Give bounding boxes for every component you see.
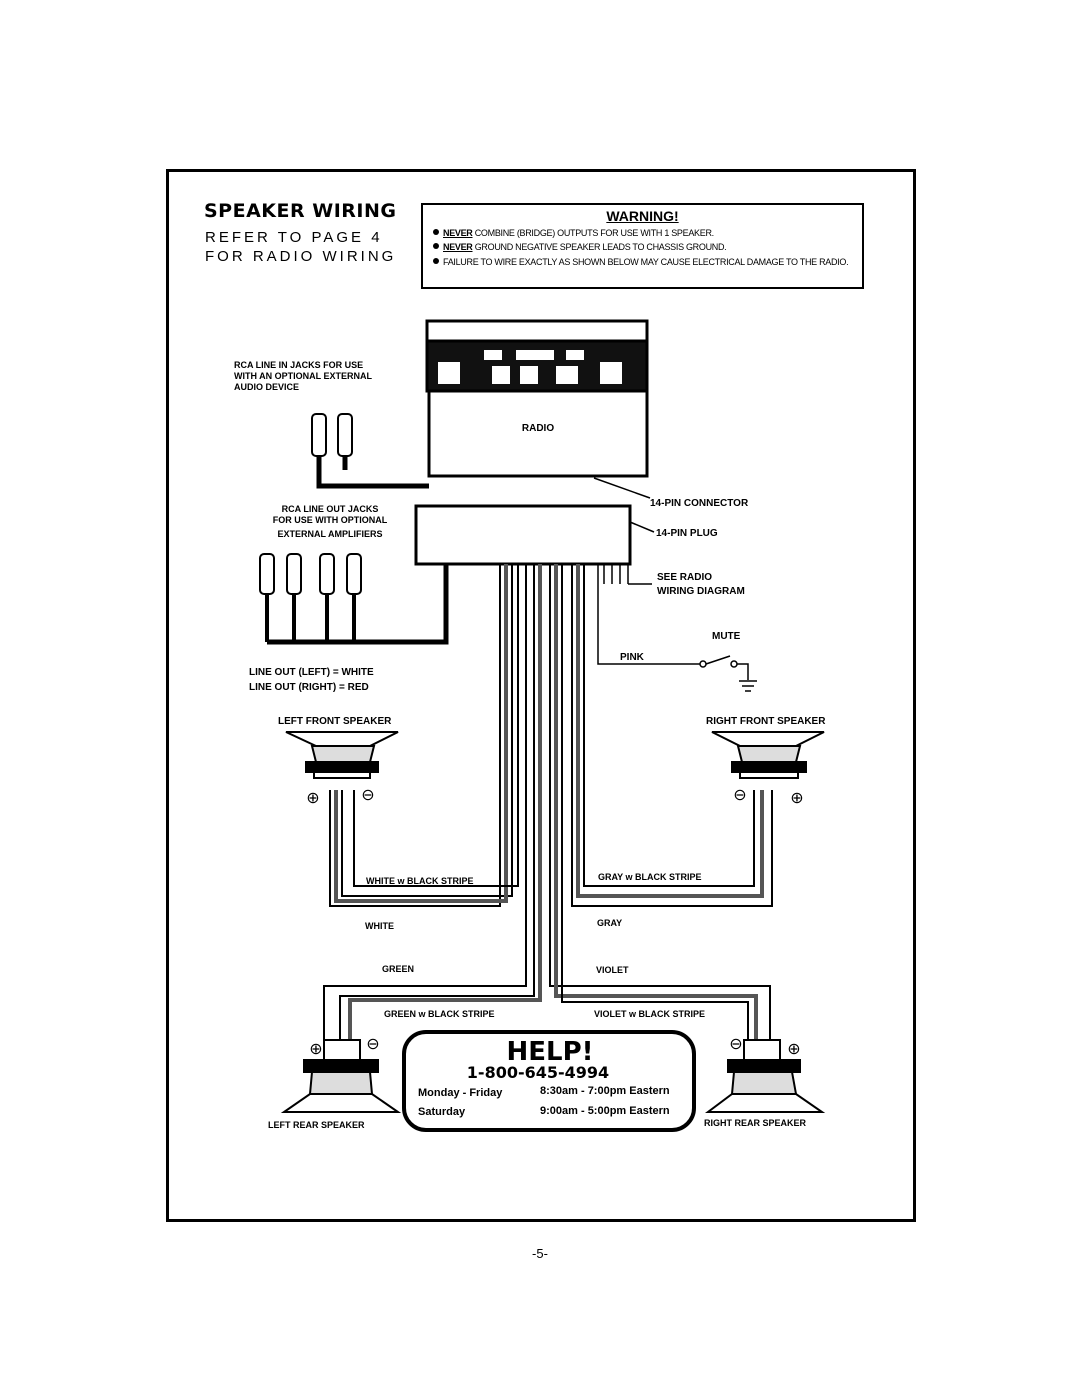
plus-icon: ⊕: [306, 790, 319, 807]
bullet-icon: [433, 229, 439, 235]
minus-icon: ⊖: [366, 1036, 379, 1053]
pink-label: PINK: [620, 652, 645, 663]
left-rear-label: LEFT REAR SPEAKER: [268, 1120, 365, 1130]
plus-icon: ⊕: [790, 790, 803, 807]
warning-box: WARNING! NEVER COMBINE (BRIDGE) OUTPUTS …: [421, 203, 864, 289]
green-stripe-label: GREEN w BLACK STRIPE: [384, 1009, 495, 1019]
minus-icon: ⊖: [361, 787, 374, 804]
rca-out-label-3: EXTERNAL AMPLIFIERS: [277, 529, 382, 539]
page-title: SPEAKER WIRING: [204, 200, 397, 222]
white-label: WHITE: [365, 921, 394, 931]
radio-unit: [425, 319, 649, 478]
warning-text: COMBINE (BRIDGE) OUTPUTS FOR USE WITH 1 …: [474, 228, 714, 238]
right-rear-label: RIGHT REAR SPEAKER: [704, 1118, 807, 1128]
left-front-label: LEFT FRONT SPEAKER: [278, 716, 392, 727]
page-frame: [166, 169, 916, 1222]
right-rear-speaker: [705, 1039, 826, 1113]
see-radio-label-2: WIRING DIAGRAM: [657, 586, 745, 597]
rca-out-label-2: FOR USE WITH OPTIONAL: [273, 515, 388, 525]
minus-icon: ⊖: [729, 1036, 742, 1053]
warning-never: NEVER: [443, 228, 473, 238]
help-day: Saturday: [418, 1106, 466, 1118]
mute-label: MUTE: [712, 631, 741, 642]
warning-text: FAILURE TO WIRE EXACTLY AS SHOWN BELOW M…: [443, 257, 849, 267]
warning-never: NEVER: [443, 242, 473, 252]
help-phone: 1-800-645-4994: [467, 1063, 609, 1082]
plus-icon: ⊕: [787, 1041, 800, 1058]
help-title: HELP!: [506, 1037, 593, 1067]
rca-in-label-1: RCA LINE IN JACKS FOR USE: [234, 360, 363, 370]
line-out-left: LINE OUT (LEFT) = WHITE: [249, 667, 374, 678]
warning-item: NEVER GROUND NEGATIVE SPEAKER LEADS TO C…: [433, 242, 854, 253]
refer-line-2: FOR RADIO WIRING: [205, 248, 397, 265]
plug-label: 14-PIN PLUG: [656, 528, 718, 539]
mute-switch: [597, 564, 757, 692]
connector-label: 14-PIN CONNECTOR: [650, 498, 749, 509]
gray-stripe-label: GRAY w BLACK STRIPE: [598, 872, 702, 882]
violet-label: VIOLET: [596, 965, 629, 975]
speaker-harness: [323, 564, 773, 1040]
violet-stripe-label: VIOLET w BLACK STRIPE: [594, 1009, 705, 1019]
help-hours: 8:30am - 7:00pm Eastern: [540, 1085, 670, 1097]
rca-in-label-2: WITH AN OPTIONAL EXTERNAL: [234, 371, 372, 381]
rca-out-jacks: [259, 553, 449, 645]
warning-item: FAILURE TO WIRE EXACTLY AS SHOWN BELOW M…: [433, 257, 854, 268]
radio-label: RADIO: [522, 423, 554, 434]
rca-in-jacks: [311, 413, 429, 489]
right-front-label: RIGHT FRONT SPEAKER: [706, 716, 826, 727]
page-number: -5-: [532, 1246, 548, 1261]
help-day: Monday - Friday: [418, 1087, 503, 1099]
radio-diagram-wires: [603, 564, 652, 585]
white-stripe-label: WHITE w BLACK STRIPE: [366, 876, 474, 886]
bullet-icon: [433, 243, 439, 249]
plus-icon: ⊕: [309, 1041, 322, 1058]
right-front-speaker: [711, 731, 825, 779]
warning-item: NEVER COMBINE (BRIDGE) OUTPUTS FOR USE W…: [433, 228, 854, 239]
green-label: GREEN: [382, 964, 414, 974]
rca-out-label-1: RCA LINE OUT JACKS: [282, 504, 379, 514]
plug-leader: [629, 521, 655, 533]
warning-text: GROUND NEGATIVE SPEAKER LEADS TO CHASSIS…: [474, 242, 727, 252]
left-front-speaker: [285, 731, 399, 779]
line-out-right: LINE OUT (RIGHT) = RED: [249, 682, 369, 693]
see-radio-label-1: SEE RADIO: [657, 572, 712, 583]
help-hours: 9:00am - 5:00pm Eastern: [540, 1105, 670, 1117]
connector-leader: [593, 477, 651, 499]
help-box: HELP! 1-800-645-4994 Monday - Friday 8:3…: [402, 1030, 696, 1132]
minus-icon: ⊖: [733, 787, 746, 804]
refer-line-1: REFER TO PAGE 4: [205, 229, 383, 246]
bullet-icon: [433, 258, 439, 264]
gray-label: GRAY: [597, 918, 622, 928]
rca-in-label-3: AUDIO DEVICE: [234, 382, 299, 392]
14-pin-plug: [414, 504, 632, 566]
warning-title: WARNING!: [606, 208, 679, 224]
left-rear-speaker: [280, 1039, 402, 1113]
